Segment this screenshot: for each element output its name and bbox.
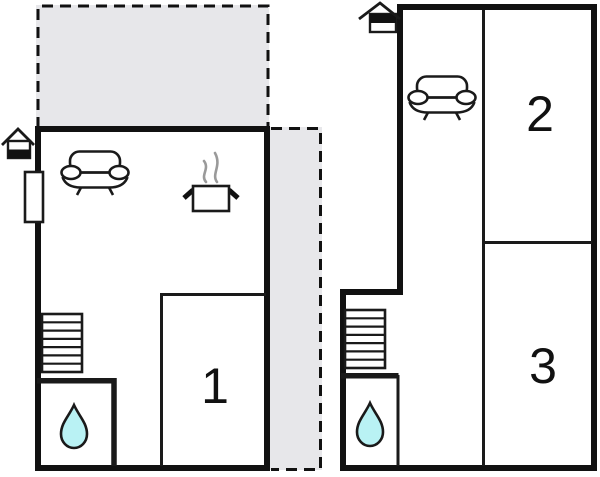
stairs-icon: [343, 308, 387, 370]
room2-label: 2: [526, 86, 554, 142]
pot-handles: [182, 188, 240, 200]
terrace-outline: [36, 4, 270, 128]
entrance-house-roof: [358, 1, 401, 21]
entrance-icon: [1, 127, 35, 160]
terrace-area: [36, 5, 269, 127]
stairs-icon: [40, 312, 84, 374]
left-bathroom-walls: [37, 378, 117, 466]
room1-label: 1: [201, 358, 229, 414]
right-unit: 2 3: [340, 1, 597, 471]
room3-label: 3: [529, 338, 557, 394]
steam-lines: [202, 151, 219, 184]
entrance-icon: [358, 1, 401, 34]
side-area-outline: [271, 127, 322, 471]
pot-body: [191, 184, 231, 213]
entrance-house-door: [8, 149, 30, 158]
side-area: [270, 127, 322, 470]
entrance-house-door: [370, 14, 396, 23]
right-unit-outer-walls: [340, 4, 597, 471]
left-unit: 1: [1, 4, 322, 471]
room1-walls: [160, 293, 266, 466]
stove-pot-icon: [182, 151, 240, 213]
left-door: [23, 170, 45, 224]
entrance-house-roof: [1, 127, 35, 146]
